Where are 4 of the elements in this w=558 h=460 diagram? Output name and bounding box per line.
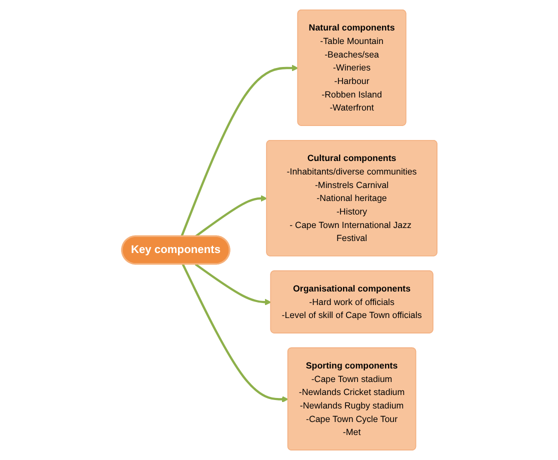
arrow (180, 64, 298, 237)
arrow (181, 264, 288, 402)
arrow (194, 195, 267, 238)
arrow (194, 263, 271, 306)
